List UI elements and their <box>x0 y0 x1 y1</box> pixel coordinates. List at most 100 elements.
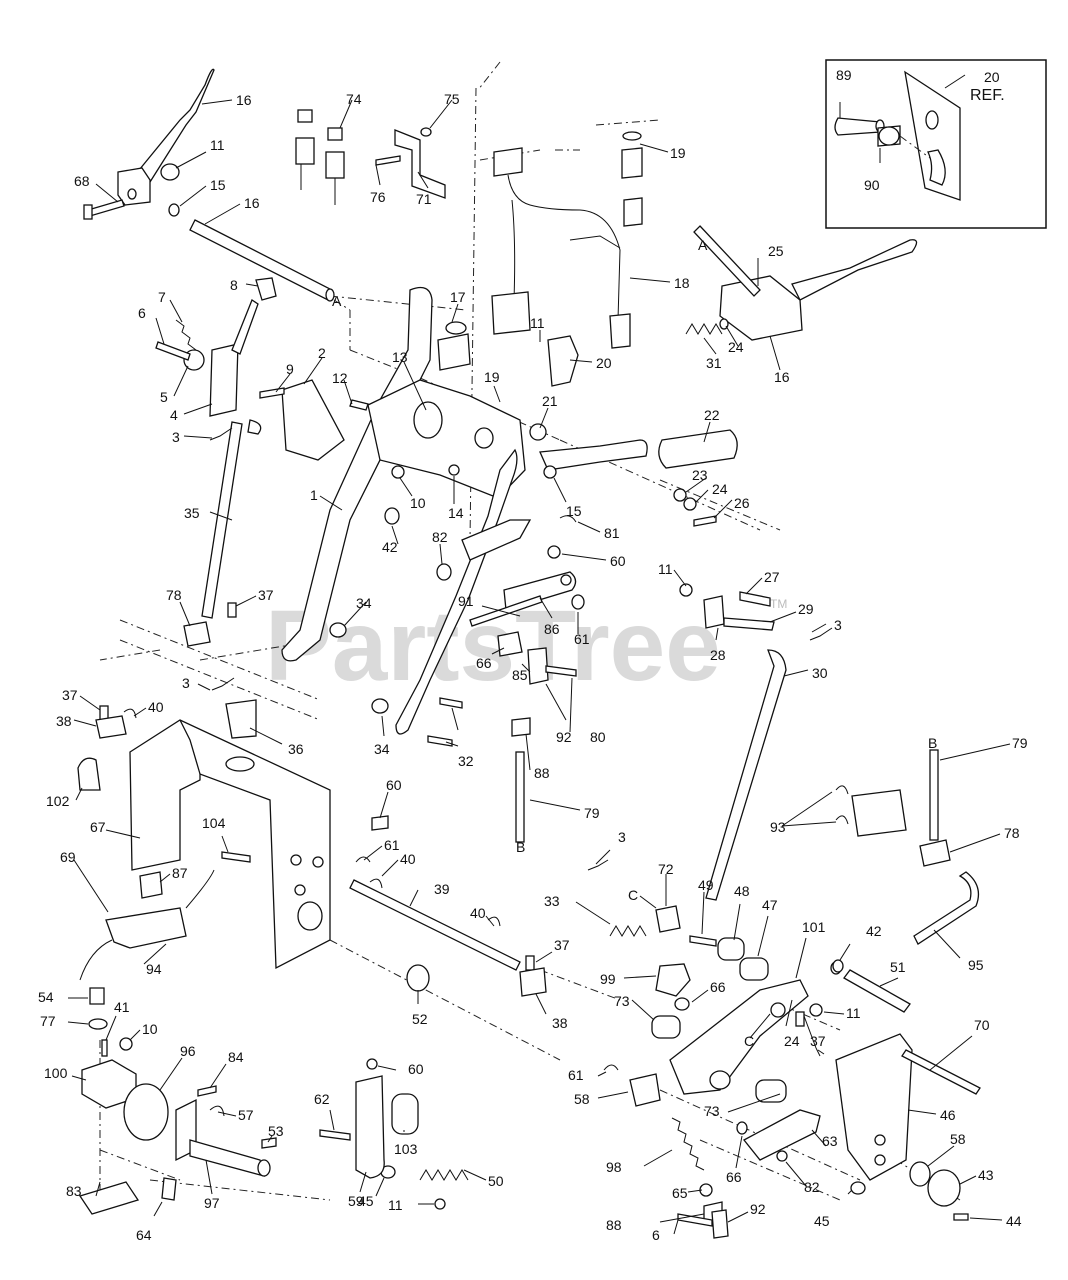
inset-detail <box>825 59 1047 229</box>
callout-label: 15 <box>210 177 226 193</box>
callout-label: 79 <box>1012 735 1028 751</box>
callout-label: B <box>516 839 525 855</box>
callout-label: 76 <box>370 189 386 205</box>
callout-label: 71 <box>416 191 432 207</box>
callout-label: 77 <box>40 1013 56 1029</box>
callout-label: 16 <box>244 195 260 211</box>
callout-label: 11 <box>210 137 225 153</box>
callout-label: 79 <box>584 805 600 821</box>
callout-label: 28 <box>710 647 726 663</box>
callout-label: 80 <box>590 729 606 745</box>
callout-label: 39 <box>434 881 450 897</box>
callout-label: 47 <box>762 897 778 913</box>
callout-label: A <box>332 293 342 309</box>
callout-label: 92 <box>556 729 572 745</box>
callout-label: 35 <box>184 505 200 521</box>
callout-label: 91 <box>458 593 474 609</box>
callout-label: 60 <box>386 777 402 793</box>
callout-label: 6 <box>652 1227 660 1243</box>
callout-label: 98 <box>606 1159 622 1175</box>
callout-label: 37 <box>258 587 274 603</box>
callout-label: 26 <box>734 495 750 511</box>
callout-label: 40 <box>470 905 486 921</box>
callout-label: 46 <box>940 1107 956 1123</box>
callout-label: 83 <box>66 1183 82 1199</box>
callout-label: 23 <box>692 467 708 483</box>
callout-label: 43 <box>978 1167 994 1183</box>
callout-label: 66 <box>710 979 726 995</box>
callout-label: 41 <box>114 999 130 1015</box>
callout-label: 4 <box>170 407 178 423</box>
callout-label: 45 <box>358 1193 374 1209</box>
callout-label: 3 <box>182 675 190 691</box>
callout-label: 44 <box>1006 1213 1022 1229</box>
callout-label: 42 <box>382 539 398 555</box>
callout-label: 11 <box>658 561 673 577</box>
callout-label: 73 <box>704 1103 720 1119</box>
callout-label: 59 <box>348 1193 364 1209</box>
callout-label: 95 <box>968 957 984 973</box>
callout-label: 37 <box>62 687 78 703</box>
callout-label: 18 <box>674 275 690 291</box>
callout-label: 88 <box>534 765 550 781</box>
callout-label: 29 <box>798 601 814 617</box>
callout-label: 16 <box>236 92 252 108</box>
callout-label: 30 <box>812 665 828 681</box>
callout-label: 78 <box>1004 825 1020 841</box>
callout-label: 9 <box>286 361 294 377</box>
callout-label: 13 <box>392 349 408 365</box>
callout-label: 3 <box>834 617 842 633</box>
callout-label: 16 <box>774 369 790 385</box>
callout-label: 84 <box>228 1049 244 1065</box>
callout-label: 12 <box>332 370 348 386</box>
callout-label: 3 <box>618 829 626 845</box>
callout-label: 75 <box>444 91 460 107</box>
callout-label: 57 <box>238 1107 254 1123</box>
callout-label: 70 <box>974 1017 990 1033</box>
callout-label: 103 <box>394 1141 418 1157</box>
callout-label: 58 <box>574 1091 590 1107</box>
callout-label: 38 <box>552 1015 568 1031</box>
callout-label: 64 <box>136 1227 152 1243</box>
callout-label: C <box>744 1033 754 1049</box>
callout-label: 6 <box>138 305 146 321</box>
callout-label: 2 <box>318 345 326 361</box>
callout-label: 68 <box>74 173 90 189</box>
callout-label: 3 <box>172 429 180 445</box>
callout-label: 52 <box>412 1011 428 1027</box>
parts <box>77 68 981 1239</box>
callout-label: 53 <box>268 1123 284 1139</box>
callout-label: 10 <box>142 1021 158 1037</box>
leader-lines <box>67 99 1011 1235</box>
callout-label: 40 <box>148 699 164 715</box>
callout-label: 37 <box>554 937 570 953</box>
callout-label: 61 <box>574 631 590 647</box>
watermark-tm: TM <box>770 597 787 611</box>
callout-label: 42 <box>866 923 882 939</box>
callout-label: 34 <box>356 595 372 611</box>
callout-label: 14 <box>448 505 464 521</box>
callout-label: 1 <box>310 487 318 503</box>
callout-label: 20 <box>984 69 1000 85</box>
callout-label: 96 <box>180 1043 196 1059</box>
callout-label: 92 <box>750 1201 766 1217</box>
callout-label: 11 <box>530 315 545 331</box>
callout-label: 49 <box>698 877 714 893</box>
callout-label: 78 <box>166 587 182 603</box>
callout-label: 40 <box>400 851 416 867</box>
callout-label: 99 <box>600 971 616 987</box>
callout-label: 11 <box>846 1005 861 1021</box>
callout-label: 61 <box>568 1067 584 1083</box>
callout-label: 19 <box>484 369 500 385</box>
callout-label: 63 <box>822 1133 838 1149</box>
callout-label: 11 <box>388 1197 403 1213</box>
callout-label: 17 <box>450 289 466 305</box>
callout-label: 24 <box>784 1033 800 1049</box>
callout-label: 65 <box>672 1185 688 1201</box>
callout-label: 97 <box>204 1195 220 1211</box>
callout-label: 31 <box>706 355 722 371</box>
callout-label: 90 <box>864 177 880 193</box>
callout-label: 7 <box>158 289 166 305</box>
